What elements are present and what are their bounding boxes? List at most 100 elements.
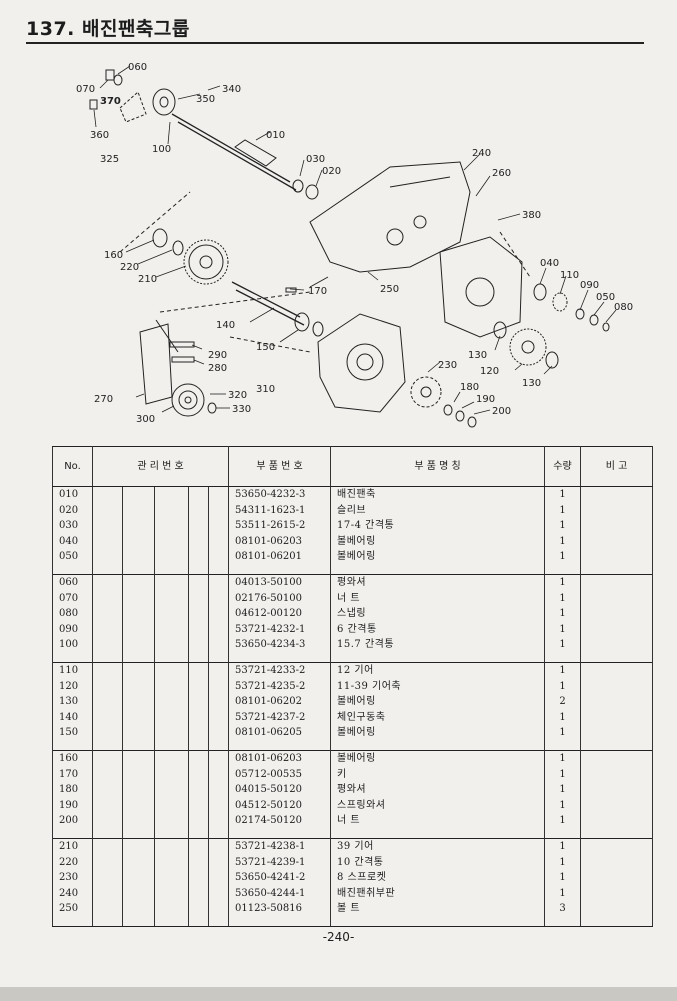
shaft-010: [234, 139, 277, 167]
page-title: 137. 배진팬축그룹: [26, 18, 190, 40]
callout-340: 340: [222, 84, 241, 95]
cover-housing: [439, 236, 523, 338]
bearing-040: [533, 283, 547, 301]
cell-management-3: [154, 662, 189, 679]
cell-qty: 1: [544, 606, 581, 622]
cell-management-1: [92, 637, 123, 653]
cell-part-name: 볼베어링: [330, 694, 545, 710]
cell-remarks: [580, 678, 653, 694]
cell-management-4: [188, 854, 209, 870]
spacer-cell: [544, 828, 581, 839]
cell-qty: 1: [544, 678, 581, 694]
callout-240: 240: [472, 148, 491, 159]
cell-qty: 1: [544, 813, 581, 829]
cell-management-4: [188, 606, 209, 622]
cell-qty: 1: [544, 502, 581, 518]
spacer-cell: [122, 828, 155, 839]
snap-ring-080: [602, 322, 610, 332]
header-management-no: 관 리 번 호: [92, 446, 229, 487]
cell-management-3: [154, 782, 189, 798]
cell-management-3: [154, 549, 189, 565]
cell-no: 200: [52, 813, 93, 829]
cell-part-no: 53721-4239-1: [228, 854, 331, 870]
cell-management-2: [122, 502, 155, 518]
cell-management-5: [208, 750, 229, 767]
spacer-cell: [52, 652, 93, 663]
callout-100: 100: [152, 144, 171, 155]
spacer-cell: [330, 740, 545, 751]
callout-130-b: 130: [522, 378, 541, 389]
cell-management-4: [188, 838, 209, 855]
cell-qty: 1: [544, 725, 581, 741]
gearbox-housing: [317, 313, 406, 413]
callout-320: 320: [228, 390, 247, 401]
cell-management-3: [154, 502, 189, 518]
callout-030: 030: [306, 154, 325, 165]
cell-management-5: [208, 854, 229, 870]
spacer-cell: [208, 916, 229, 927]
callout-330: 330: [232, 404, 251, 415]
cell-part-name: 키: [330, 766, 545, 782]
spacer-cell: [544, 564, 581, 575]
cell-management-2: [122, 813, 155, 829]
spacer-cell: [544, 916, 581, 927]
cell-part-name: 스프링와셔: [330, 797, 545, 813]
cell-part-name: 평와셔: [330, 574, 545, 591]
cell-management-3: [154, 694, 189, 710]
spacer-220: [172, 240, 184, 256]
cell-remarks: [580, 574, 653, 591]
cell-management-4: [188, 486, 209, 503]
header-part-name: 부 품 명 칭: [330, 446, 545, 487]
spacer-cell: [52, 740, 93, 751]
cell-part-no: 53650-4241-2: [228, 870, 331, 886]
pulley-300: [171, 383, 205, 417]
cell-part-no: 01123-50816: [228, 901, 331, 917]
spacer-cell: [330, 564, 545, 575]
callout-380: 380: [522, 210, 541, 221]
mounting-plate-240: [309, 161, 471, 273]
spacer-cell: [544, 740, 581, 751]
cell-management-1: [92, 533, 123, 549]
cell-management-2: [122, 533, 155, 549]
cell-remarks: [580, 750, 653, 767]
callout-180: 180: [460, 382, 479, 393]
group-spacer-row: [52, 564, 653, 575]
cell-qty: 1: [544, 590, 581, 606]
callout-120: 120: [480, 366, 499, 377]
cell-qty: 1: [544, 574, 581, 591]
cell-management-2: [122, 486, 155, 503]
bolt-280: [171, 356, 195, 363]
cell-management-5: [208, 813, 229, 829]
callout-210: 210: [138, 274, 157, 285]
cell-management-4: [188, 885, 209, 901]
cell-management-2: [122, 725, 155, 741]
cell-no: 120: [52, 678, 93, 694]
spacer-cell: [330, 828, 545, 839]
cell-management-5: [208, 694, 229, 710]
spacer-cell: [52, 916, 93, 927]
cell-part-no: 53721-4232-1: [228, 621, 331, 637]
callout-140: 140: [216, 320, 235, 331]
cell-remarks: [580, 782, 653, 798]
nut-200: [467, 416, 477, 428]
cell-management-4: [188, 709, 209, 725]
cell-management-2: [122, 709, 155, 725]
cell-remarks: [580, 709, 653, 725]
cell-management-5: [208, 533, 229, 549]
cell-part-name: 너 트: [330, 590, 545, 606]
cell-part-no: 53721-4238-1: [228, 838, 331, 855]
callout-250: 250: [380, 284, 399, 295]
cell-management-2: [122, 870, 155, 886]
cell-remarks: [580, 838, 653, 855]
callout-200: 200: [492, 406, 511, 417]
cell-part-no: 53721-4233-2: [228, 662, 331, 679]
cell-part-name: 17-4 간격통: [330, 518, 545, 534]
cell-management-5: [208, 606, 229, 622]
cell-management-1: [92, 709, 123, 725]
